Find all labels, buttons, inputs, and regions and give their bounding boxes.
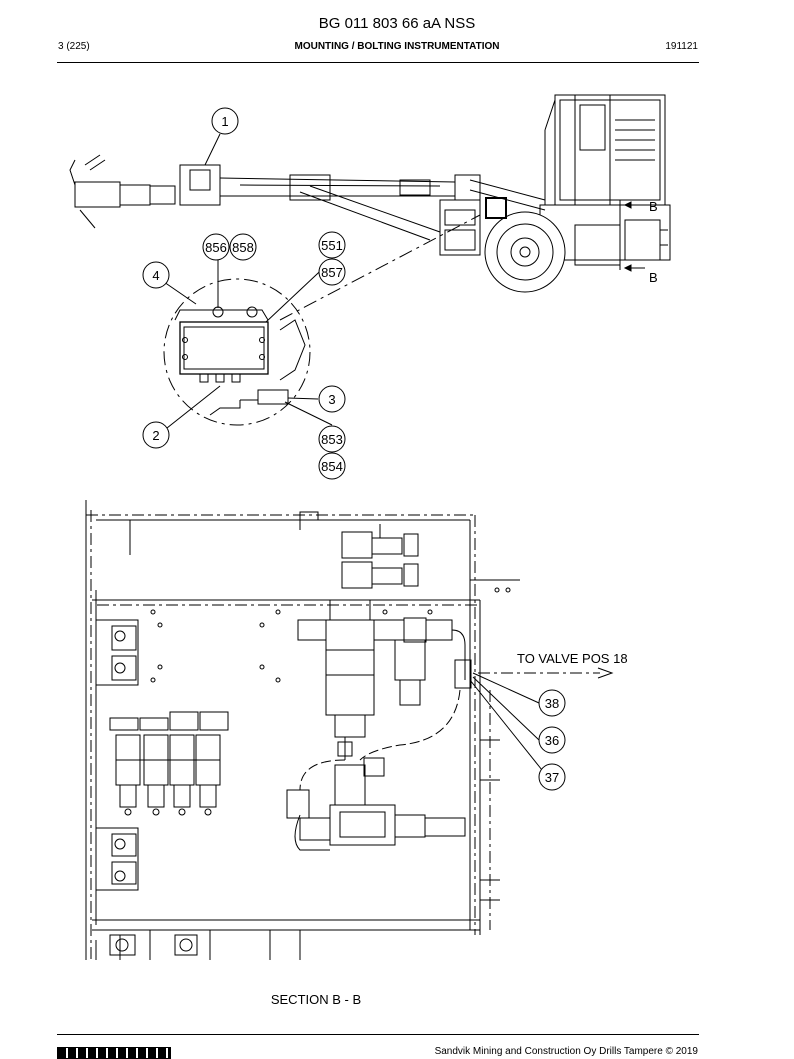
bottom-leader-lines — [469, 672, 543, 771]
section-mark-upper: B — [649, 199, 658, 214]
callout-3: 3 — [318, 385, 346, 413]
callout-1: 1 — [211, 107, 239, 135]
filter-assembly — [297, 599, 472, 760]
callout-4: 4 — [142, 261, 170, 289]
footer-copyright: Sandvik Mining and Construction Oy Drill… — [434, 1046, 698, 1057]
left-brackets — [95, 619, 229, 891]
svg-text:853: 853 — [321, 432, 343, 447]
svg-text:4: 4 — [152, 268, 159, 283]
svg-text:38: 38 — [545, 696, 559, 711]
svg-text:36: 36 — [545, 733, 559, 748]
footer-rule — [57, 1034, 699, 1035]
svg-text:857: 857 — [321, 265, 343, 280]
document-id: BG 011 803 66 aA NSS — [318, 15, 476, 32]
section-title: MOUNTING / BOLTING INSTRUMENTATION — [294, 41, 500, 52]
callout-854: 854 — [318, 452, 346, 480]
top-leader-lines — [163, 133, 333, 429]
header-rule — [57, 62, 699, 63]
callout-551: 551 — [318, 231, 346, 259]
callout-853: 853 — [318, 425, 346, 453]
mounting-holes — [150, 609, 433, 683]
callout-2: 2 — [142, 421, 170, 449]
hose-lines — [299, 689, 461, 791]
svg-text:858: 858 — [232, 240, 254, 255]
svg-text:2: 2 — [152, 428, 159, 443]
callout-37: 37 — [538, 763, 566, 791]
svg-text:856: 856 — [205, 240, 227, 255]
callout-38: 38 — [538, 689, 566, 717]
date-code: 191121 — [665, 41, 698, 52]
section-mark-lower: B — [649, 270, 658, 285]
lower-valve — [286, 757, 466, 851]
section-caption: SECTION B - B — [271, 992, 361, 1007]
svg-text:1: 1 — [221, 114, 228, 129]
solenoid-bank — [115, 734, 221, 816]
section-frame — [85, 500, 520, 960]
callout-856: 856 — [202, 233, 230, 261]
rig-side-view — [69, 94, 671, 321]
section-cut-marks — [619, 200, 645, 272]
detail-junction-box — [163, 278, 311, 426]
company-logo — [57, 1047, 171, 1059]
top-gauges — [341, 524, 419, 589]
page-number: 3 (225) — [58, 41, 90, 52]
svg-text:551: 551 — [321, 238, 343, 253]
svg-text:854: 854 — [321, 459, 343, 474]
valve-direction-arrow — [478, 667, 614, 679]
valve-annotation: TO VALVE POS 18 — [517, 651, 628, 666]
callout-857: 857 — [318, 258, 346, 286]
callout-858: 858 — [229, 233, 257, 261]
callout-36: 36 — [538, 726, 566, 754]
svg-text:3: 3 — [328, 392, 335, 407]
svg-text:37: 37 — [545, 770, 559, 785]
